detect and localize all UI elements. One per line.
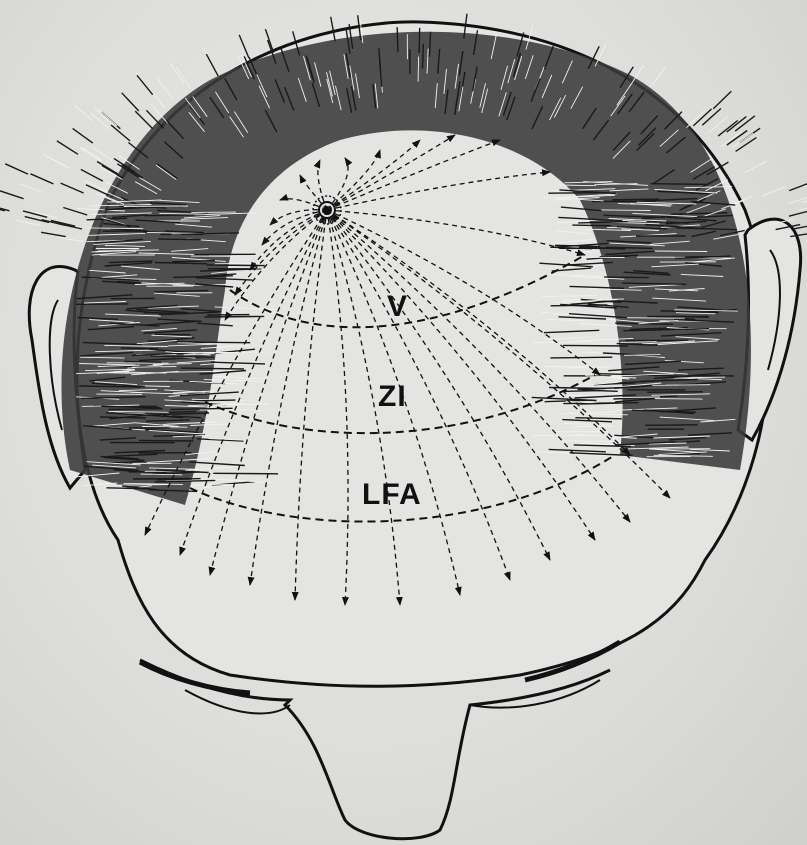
hair-strand (727, 131, 747, 146)
hair-strand (122, 93, 139, 111)
hair-strand (31, 174, 54, 184)
hair-strand (181, 368, 244, 369)
hair-strand (137, 75, 153, 94)
hair-strand (612, 199, 659, 200)
hair-strand (799, 204, 807, 211)
hair-strand (98, 109, 117, 126)
hair-strand (195, 400, 235, 401)
hair-strand (0, 191, 24, 199)
hair-strand (572, 225, 611, 226)
hair-strand (651, 184, 709, 185)
hair-strand (59, 238, 84, 242)
hair-strand (265, 29, 273, 53)
hair-strand (73, 128, 93, 143)
hair-strand (623, 330, 662, 331)
hair-strand (653, 399, 703, 400)
hair-strand (81, 169, 103, 181)
hair-strand (135, 71, 151, 91)
hair-strand (74, 105, 93, 121)
hair-strand (94, 108, 113, 125)
hair-strand (170, 63, 184, 84)
hair-strand (551, 305, 608, 306)
hair-strand (686, 111, 704, 128)
hair-strand (124, 206, 188, 207)
hair-strand (624, 355, 660, 356)
hair-strand (423, 44, 424, 69)
hair-strand (745, 161, 767, 173)
hair-strand (562, 391, 600, 392)
hair-strand (5, 164, 28, 174)
hair-strand (157, 78, 172, 98)
hair-strand (155, 334, 191, 335)
hair-strand (133, 479, 190, 480)
hair-strand (563, 345, 628, 346)
hair-strand (722, 132, 742, 147)
hair-strand (16, 220, 40, 225)
hair-strand (206, 54, 218, 76)
hair-strand (654, 251, 708, 252)
hair-strand (132, 367, 177, 368)
hair-strand (41, 232, 66, 236)
zone-label-lfa: LFA (362, 478, 422, 512)
hair-strand (733, 133, 754, 147)
hair-strand (762, 187, 785, 196)
hair-strand (79, 386, 141, 387)
hair-strand (652, 66, 667, 86)
hair-strand (91, 147, 112, 161)
hair-strand (121, 348, 158, 349)
hair-strand (205, 316, 265, 317)
hair-strand (622, 318, 684, 319)
hair-strand (109, 409, 163, 410)
hair-strand (419, 28, 420, 53)
hair-strand (548, 193, 599, 194)
hair-strand (118, 485, 170, 486)
hair-strand (550, 357, 612, 358)
hair-strand (718, 121, 738, 137)
hair-strand (139, 441, 194, 442)
hair-strand (702, 109, 721, 126)
hair-strand (80, 148, 101, 162)
hair-strand (693, 109, 711, 126)
hair-strand (145, 215, 195, 216)
hair-strand (736, 138, 757, 152)
hair-strand (158, 239, 201, 240)
hair-strand (652, 385, 710, 386)
hair-strand (671, 316, 709, 317)
hair-strand (176, 67, 190, 88)
hair-strand (111, 125, 130, 141)
hair-strand (645, 425, 697, 426)
hair-strand (604, 277, 649, 278)
hair-strand (61, 183, 84, 193)
zone-label-zi: ZI (378, 380, 407, 414)
hair-strand (397, 27, 398, 52)
hair-strand (91, 113, 110, 129)
hair-strand (601, 210, 650, 211)
hair-strand (43, 154, 65, 166)
hair-strand (100, 417, 146, 418)
hair-strand (194, 342, 251, 343)
zone-label-v: V (387, 290, 408, 324)
hair-strand (207, 265, 265, 266)
hair-strand (107, 373, 146, 374)
hair-strand (713, 91, 731, 108)
hair-strand (81, 147, 102, 161)
hair-strand (20, 184, 43, 193)
hair-strand (57, 141, 78, 154)
hair-strand (418, 57, 419, 82)
hair-strand (97, 162, 118, 175)
hair-strand (239, 35, 249, 58)
hair-strand (124, 362, 161, 363)
